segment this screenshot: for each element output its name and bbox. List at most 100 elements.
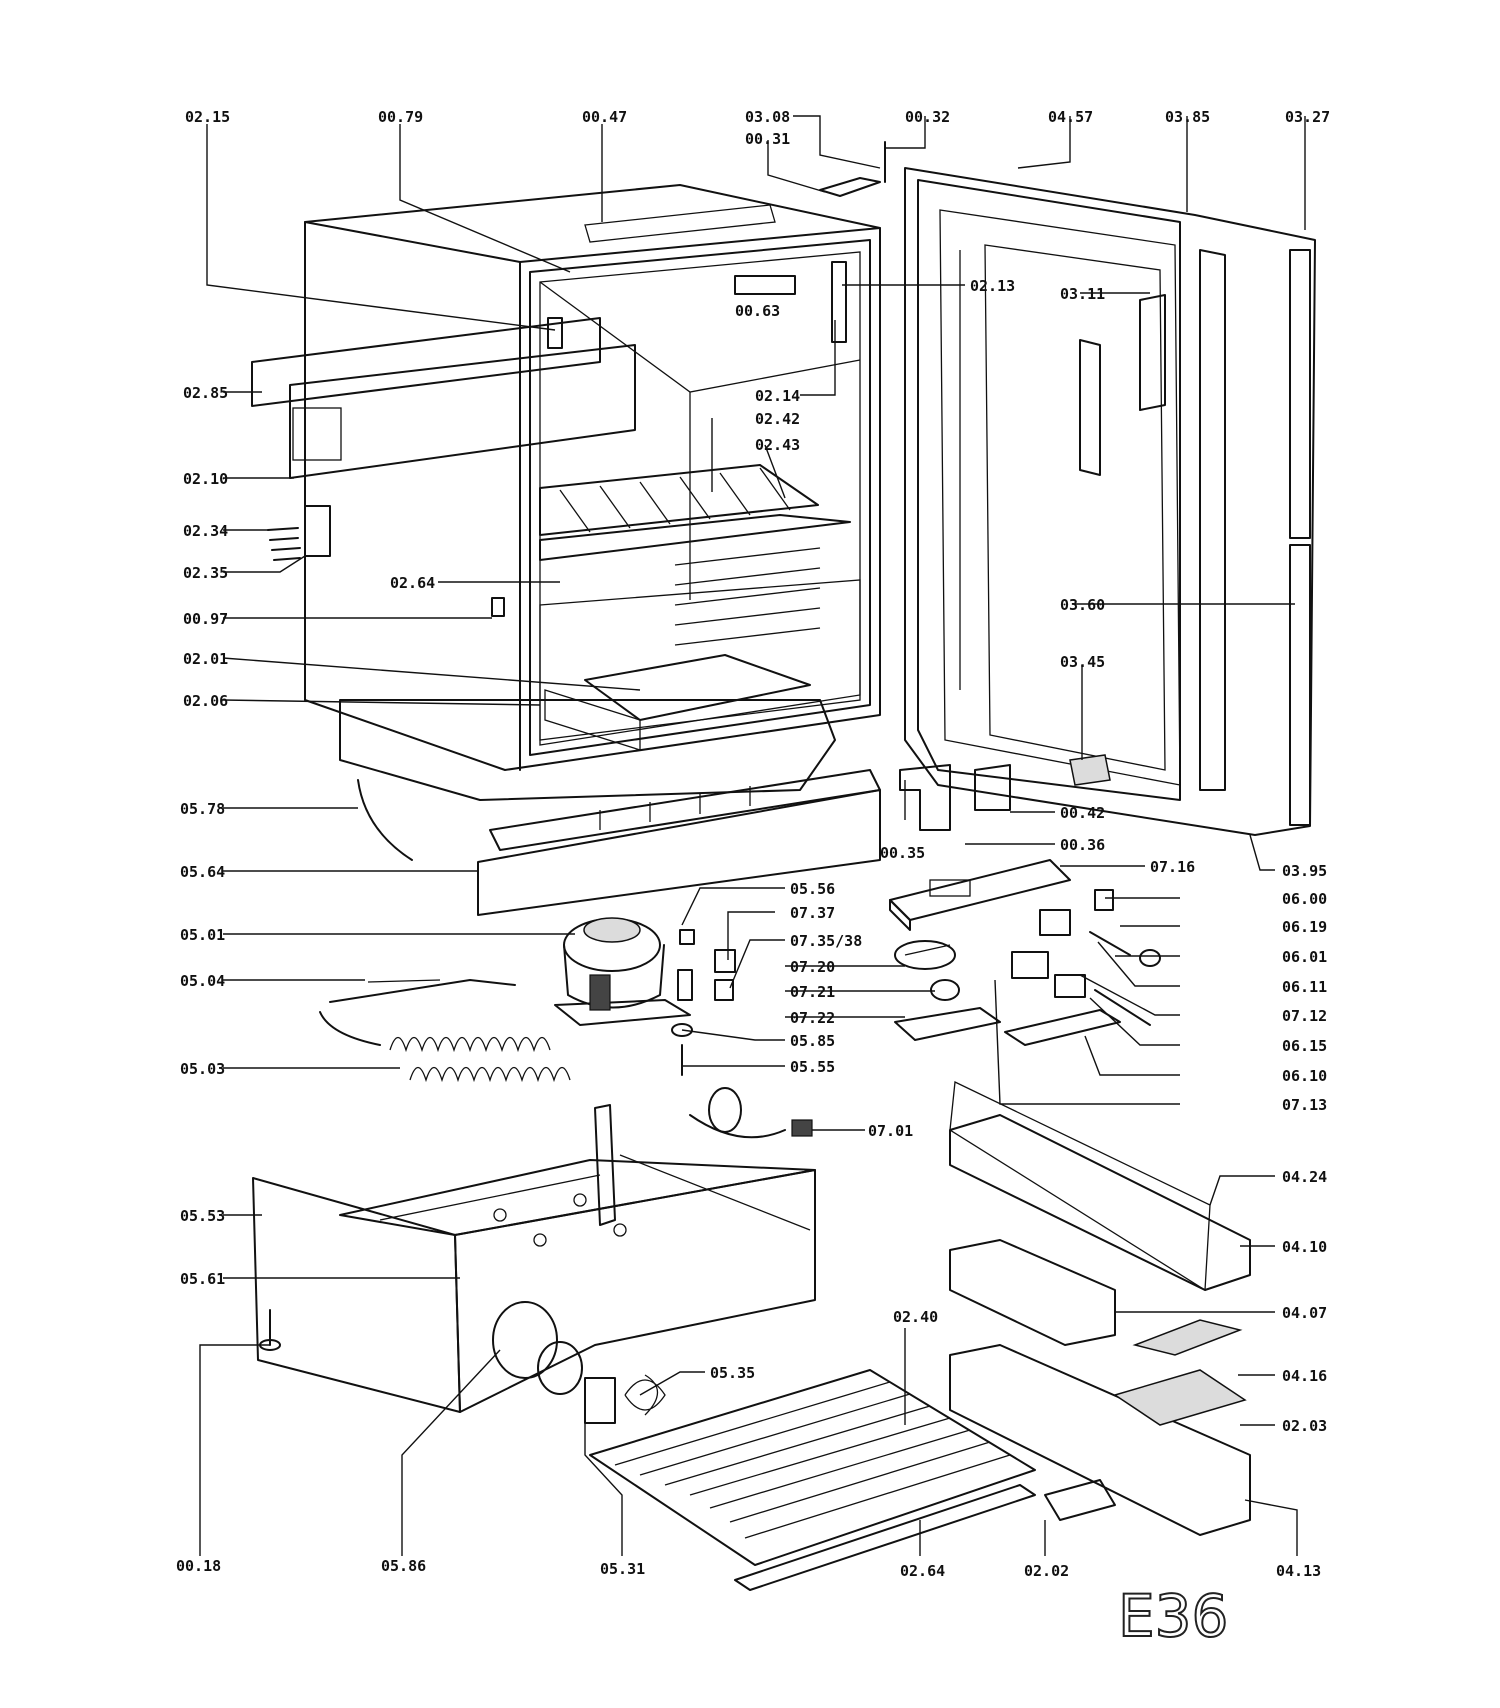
- relay-clip: [679, 929, 695, 945]
- condenser-coil: [319, 979, 571, 1083]
- thermostat-knob: [1139, 949, 1161, 967]
- part-label: 02.06: [183, 692, 228, 710]
- part-label: 04.13: [1276, 1562, 1321, 1580]
- part-label: 04.10: [1282, 1238, 1327, 1256]
- part-label: 04.07: [1282, 1304, 1327, 1322]
- clip-part: [491, 597, 505, 617]
- part-label: 02.85: [183, 384, 228, 402]
- part-label: 05.01: [180, 926, 225, 944]
- part-label: 06.19: [1282, 918, 1327, 936]
- grommet: [671, 1023, 693, 1037]
- part-label: 04.24: [1282, 1168, 1327, 1186]
- leader-lines: [199, 115, 1306, 1556]
- part-label: 02.15: [185, 108, 230, 126]
- part-label: 00.97: [183, 610, 228, 628]
- freezer-flap: [251, 317, 636, 479]
- part-label: 05.03: [180, 1060, 225, 1078]
- part-label: 00.79: [378, 108, 423, 126]
- part-label: 00.31: [745, 130, 790, 148]
- part-label: 03.08: [745, 108, 790, 126]
- part-label: 02.42: [755, 410, 800, 428]
- part-label: 02.13: [970, 277, 1015, 295]
- brush-part: [267, 527, 301, 561]
- crisper-drawer: [544, 654, 811, 751]
- bracket-part: [304, 505, 331, 557]
- hinge-plate: [734, 275, 796, 295]
- part-label: 03.95: [1282, 862, 1327, 880]
- part-label: 05.55: [790, 1058, 835, 1076]
- part-label: 00.35: [880, 844, 925, 862]
- part-label: 02.01: [183, 650, 228, 668]
- bulb-tray: [1004, 1009, 1121, 1046]
- part-label: 05.04: [180, 972, 225, 990]
- diagram-code: E36: [1118, 1582, 1228, 1650]
- part-label: 02.64: [900, 1562, 945, 1580]
- part-label: 05.53: [180, 1207, 225, 1225]
- part-label: 03.27: [1285, 108, 1330, 126]
- switch-plate: [894, 1007, 1001, 1041]
- switch-button: [1054, 974, 1086, 998]
- cabinet-body: [304, 184, 881, 801]
- part-label: 02.10: [183, 470, 228, 488]
- part-label: 07.20: [790, 958, 835, 976]
- part-label: 05.78: [180, 800, 225, 818]
- part-label: 06.10: [1282, 1067, 1327, 1085]
- part-label: 03.60: [1060, 596, 1105, 614]
- part-label: 00.47: [582, 108, 627, 126]
- bottom-hinge: [899, 764, 1011, 831]
- thermostat-housing: [889, 859, 1071, 931]
- part-label: 07.12: [1282, 1007, 1327, 1025]
- part-label: 05.61: [180, 1270, 225, 1288]
- vent-grille: [477, 769, 881, 916]
- part-label: 02.43: [755, 436, 800, 454]
- lamp-bulb: [930, 979, 960, 1001]
- capillary: [1094, 989, 1151, 1026]
- door-assembly: [904, 167, 1316, 836]
- part-label: 03.11: [1060, 285, 1105, 303]
- part-label: 07.35/38: [790, 932, 862, 950]
- part-label: 07.37: [790, 904, 835, 922]
- lamp-socket: [1011, 951, 1049, 979]
- part-label: 00.42: [1060, 804, 1105, 822]
- part-label: 05.35: [710, 1364, 755, 1382]
- overload: [714, 979, 734, 1001]
- bottom-grille: [589, 1369, 1036, 1591]
- spindle: [1089, 931, 1131, 956]
- relay: [714, 949, 736, 973]
- part-label: 06.01: [1282, 948, 1327, 966]
- part-label: 05.86: [381, 1557, 426, 1575]
- top-hinge: [819, 141, 886, 197]
- door-racks: [949, 1081, 1251, 1536]
- part-label: 03.85: [1165, 108, 1210, 126]
- base-tray: [252, 1104, 816, 1413]
- part-label: 04.57: [1048, 108, 1093, 126]
- part-label: 02.34: [183, 522, 228, 540]
- part-label: 07.22: [790, 1009, 835, 1027]
- knob: [1094, 889, 1114, 911]
- part-label: 06.15: [1282, 1037, 1327, 1055]
- part-label: 05.31: [600, 1560, 645, 1578]
- part-label: 02.02: [1024, 1562, 1069, 1580]
- lamp-cover: [894, 940, 956, 970]
- part-label: 06.11: [1282, 978, 1327, 996]
- drain-hose: [357, 779, 413, 861]
- part-label: 02.14: [755, 387, 800, 405]
- part-label: 02.40: [893, 1308, 938, 1326]
- part-label: 05.56: [790, 880, 835, 898]
- part-label: 05.64: [180, 863, 225, 881]
- part-label: 02.03: [1282, 1417, 1327, 1435]
- fan-bracket: [584, 1377, 616, 1424]
- compressor: [554, 917, 693, 1026]
- fan-motor: [492, 1301, 666, 1416]
- part-label: 00.63: [735, 302, 780, 320]
- part-label: 06.00: [1282, 890, 1327, 908]
- part-labels: 02.15 00.79 00.47 03.08 00.31 00.32 04.5…: [176, 108, 1330, 1580]
- part-label: 02.64: [390, 574, 435, 592]
- hinge-pin: [831, 261, 847, 343]
- part-label: 03.45: [1060, 653, 1105, 671]
- part-label: 07.21: [790, 983, 835, 1001]
- thermostat-switch: [1039, 909, 1071, 936]
- wire-shelves: [539, 464, 851, 646]
- foot: [259, 1309, 281, 1351]
